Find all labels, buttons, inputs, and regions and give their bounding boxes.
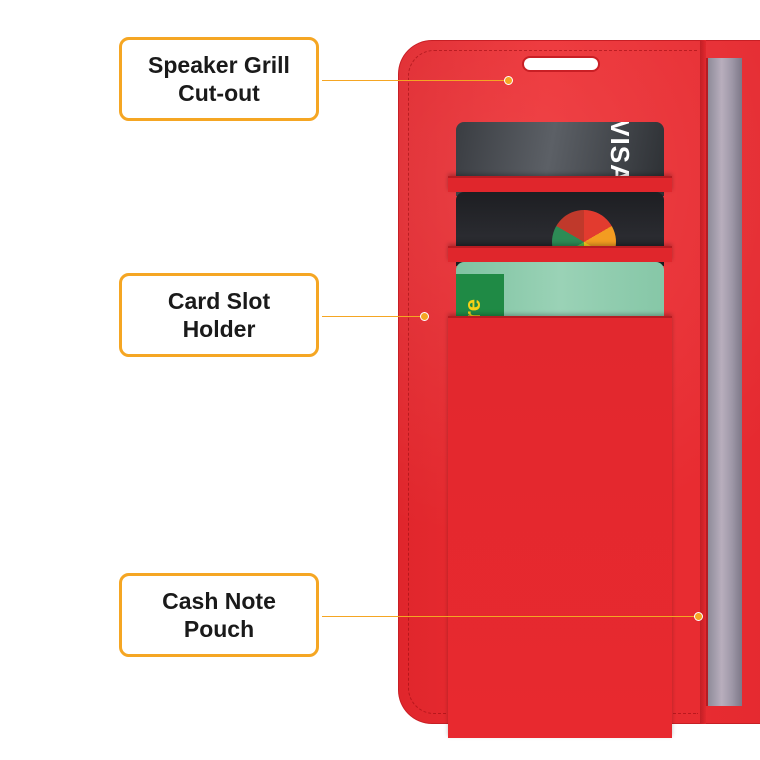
callout-card-slot: Card Slot Holder [119, 273, 319, 357]
leader-dot-speaker [504, 76, 513, 85]
callout-speaker-grill: Speaker Grill Cut-out [119, 37, 319, 121]
card-slot-2 [448, 246, 672, 262]
callout-card-slot-label: Card Slot Holder [167, 288, 271, 342]
callout-cash-pouch: Cash Note Pouch [119, 573, 319, 657]
case-spine [700, 40, 706, 724]
card-slot-1 [448, 176, 672, 192]
leader-line-cash [322, 616, 700, 617]
leader-dot-cash [694, 612, 703, 621]
callout-speaker-grill-label: Speaker Grill Cut-out [148, 52, 290, 106]
card-1-text: VISA [605, 122, 636, 184]
leader-dot-card [420, 312, 429, 321]
speaker-grill-cutout [524, 58, 598, 70]
card-slot-3 [448, 316, 672, 738]
leader-line-speaker [322, 80, 508, 81]
cash-note-pouch [706, 58, 742, 706]
leader-line-card [322, 316, 426, 317]
callout-cash-pouch-label: Cash Note Pouch [162, 588, 276, 642]
wallet-case: VISA are [398, 40, 760, 738]
